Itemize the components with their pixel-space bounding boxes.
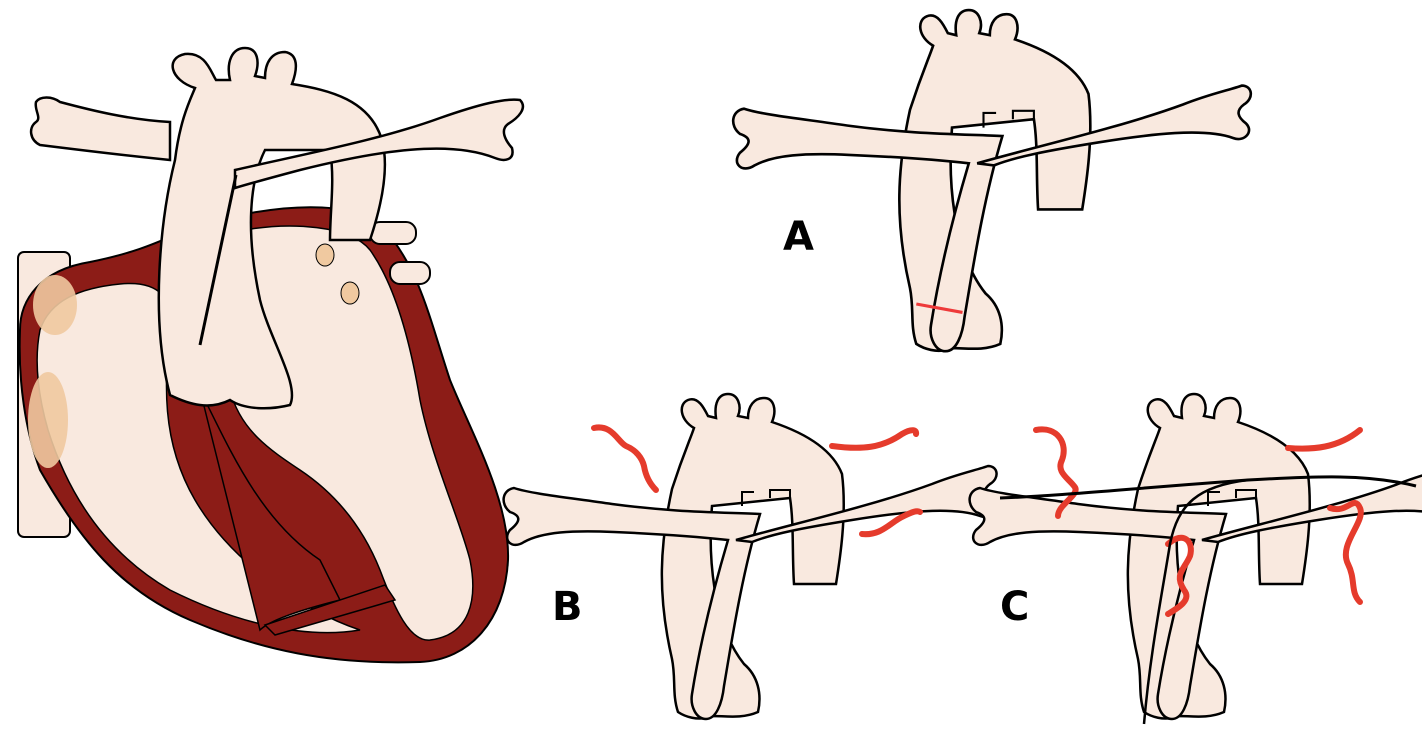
panel-label-c: C [1000, 584, 1029, 630]
heart-diagram-icon [18, 48, 523, 662]
great-vessels-collaterals-icon [504, 394, 997, 719]
panel-label-b: B [552, 584, 583, 630]
great-vessels-wire-icon [970, 394, 1422, 724]
great-vessels-icon [733, 10, 1251, 351]
panel-label-a: A [783, 214, 814, 260]
